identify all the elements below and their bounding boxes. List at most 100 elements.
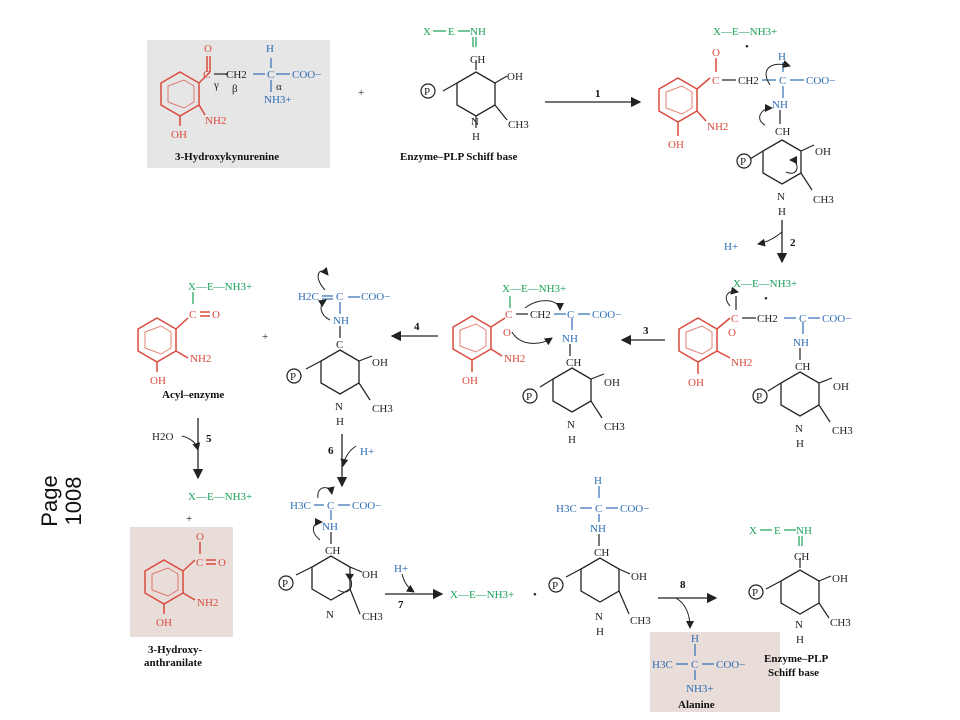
coo-c: COO− — [592, 309, 621, 321]
h3c-aldimine: H3C — [556, 503, 577, 515]
enzyme-plp-structure — [420, 30, 508, 128]
h-c: H — [568, 434, 576, 446]
ch3-label-plp: CH3 — [508, 119, 529, 131]
ch-a: CH — [775, 126, 790, 138]
ch2-b: CH2 — [757, 313, 778, 325]
h2c-enamine: H2C — [298, 291, 319, 303]
c-b: C — [731, 313, 738, 325]
water-label: H2O — [152, 431, 173, 443]
ch3-ketimine: CH3 — [362, 611, 383, 623]
oh-final: OH — [832, 573, 848, 585]
alpha-c: C — [267, 69, 274, 81]
ch2-a: CH2 — [738, 75, 759, 87]
anthranilate-structure — [144, 542, 216, 614]
c-alpha-a: C — [779, 75, 786, 87]
anthranilate-label-2: anthranilate — [144, 657, 202, 669]
plus-sign-3: + — [186, 513, 192, 525]
oh-ring-b: OH — [688, 377, 704, 389]
n-final: N — [795, 619, 803, 631]
h-a: H — [778, 51, 786, 63]
ch2-label: CH2 — [226, 69, 247, 81]
ch3-b: CH3 — [832, 425, 853, 437]
coo-ketimine: COO− — [352, 500, 381, 512]
aldimine-structure — [548, 486, 631, 615]
h-b: H — [796, 438, 804, 450]
anthranilate-label-1: 3-Hydroxy- — [148, 644, 203, 656]
hydroxykynurenine-box — [147, 40, 330, 168]
oh-enamine: OH — [372, 357, 388, 369]
phosphate-icon-aldimine: P — [552, 580, 558, 592]
nh-b: NH — [793, 337, 809, 349]
o-b: O — [728, 327, 736, 339]
h-plus-2: H+ — [724, 241, 738, 253]
o-acyl: O — [212, 309, 220, 321]
nh-a: NH — [772, 99, 788, 111]
phosphate-icon-c: P — [526, 391, 532, 403]
coo-b: COO− — [822, 313, 851, 325]
nh3-alanine: NH3+ — [686, 683, 714, 695]
c-alanine: C — [691, 659, 698, 671]
acyl-enzyme-structure — [137, 292, 210, 372]
phosphate-icon-b: P — [756, 391, 762, 403]
alanine-label: Alanine — [678, 699, 715, 711]
n-ketimine: N — [326, 609, 334, 621]
h-enamine: H — [336, 416, 344, 428]
enzyme-nh-final: NH — [796, 525, 812, 537]
hydroxykynurenine-label: 3-Hydroxykynurenine — [175, 151, 279, 163]
nh-enamine: NH — [333, 315, 349, 327]
oh-acyl: OH — [150, 375, 166, 387]
step-8: 8 — [680, 579, 686, 591]
enzyme-e-final: E — [774, 525, 781, 537]
h3c-alanine: H3C — [652, 659, 673, 671]
coo-aldimine: COO− — [620, 503, 649, 515]
intermediate-a — [658, 58, 815, 191]
beta-label: β — [232, 83, 238, 95]
nh2-anth: NH2 — [197, 597, 218, 609]
h-final: H — [796, 634, 804, 646]
ch-enamine: C — [336, 339, 343, 351]
ch-c: CH — [566, 357, 581, 369]
step-7: 7 — [398, 599, 404, 611]
phosphate-icon-a: P — [740, 156, 746, 168]
coo-label: COO− — [292, 69, 321, 81]
ch-ketimine: CH — [325, 545, 340, 557]
phosphate-icon: P — [424, 86, 430, 98]
enzyme-group-free-1: X—E—NH3+ — [188, 491, 252, 503]
nh2-acyl: NH2 — [190, 353, 211, 365]
n-a: N — [777, 191, 785, 203]
ch-final: CH — [794, 551, 809, 563]
h-alanine: H — [691, 633, 699, 645]
h3c-ketimine: H3C — [290, 500, 311, 512]
ch-label: CH — [470, 54, 485, 66]
oh-a: OH — [815, 146, 831, 158]
alpha-label: α — [276, 81, 282, 93]
nh-ketimine: NH — [322, 521, 338, 533]
ch2-c: CH2 — [530, 309, 551, 321]
c-ketimine: C — [327, 500, 334, 512]
anthranilate-box — [130, 527, 233, 637]
c-c: C — [505, 309, 512, 321]
h-aldimine-n: H — [596, 626, 604, 638]
carbonyl-o: O — [204, 43, 212, 55]
oh-ring-c: OH — [462, 375, 478, 387]
enzyme-plp-label: Enzyme–PLP Schiff base — [400, 151, 517, 163]
enzyme-group-a: X—E—NH3+ — [713, 26, 777, 38]
alanine-structure — [676, 644, 714, 680]
oh-b: OH — [833, 381, 849, 393]
enzyme-e: E — [448, 26, 455, 38]
n-label-plp: N — [471, 116, 479, 128]
ch3-final: CH3 — [830, 617, 851, 629]
enzyme-plp-final-label-2: Schiff base — [768, 667, 819, 679]
h-aldimine: H — [594, 475, 602, 487]
h-plus-6: H+ — [360, 446, 374, 458]
oh-ketimine: OH — [362, 569, 378, 581]
hydroxykynurenine-structure — [160, 56, 290, 126]
ch3-aldimine: CH3 — [630, 615, 651, 627]
intermediate-c — [452, 296, 605, 419]
enzyme-group-free-2: X—E—NH3+ — [450, 589, 514, 601]
h-label-plp: H — [472, 131, 480, 143]
phosphate-icon-ketimine: P — [282, 578, 288, 590]
enzyme-x-final: X — [749, 525, 757, 537]
coo-a: COO− — [806, 75, 835, 87]
carbonyl-c: C — [203, 69, 210, 81]
